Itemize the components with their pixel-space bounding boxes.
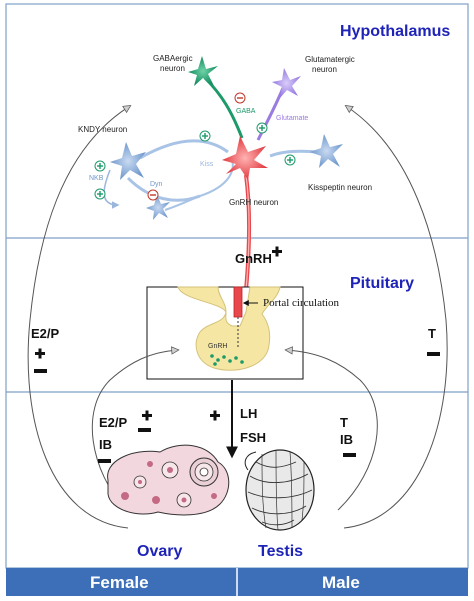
male-t-minus-sign [427, 352, 440, 356]
nkb-signal-label: NKB [89, 175, 104, 182]
footer-male-label: Male [322, 573, 360, 592]
gabaergic-neuron-label-2: neuron [160, 64, 185, 73]
gabaergic-neuron-label-1: GABAergic [153, 54, 193, 63]
female-pituitary-feedback-arrow [91, 346, 180, 511]
kisspeptin-neuron-label: Kisspeptin neuron [308, 183, 372, 192]
female-ib-label: IB [99, 437, 112, 452]
gaba-signal-label: GABA [236, 108, 256, 115]
nkb-autoloop [103, 169, 120, 209]
kiss-signal-label: Kiss [200, 161, 214, 168]
testis-title: Testis [258, 543, 303, 560]
kndy-axon-to-gnrh [139, 139, 229, 160]
kndy-neuron-label: KNDY neuron [78, 125, 127, 134]
male-pituitary-feedback-arrow [284, 346, 378, 511]
lh-label: LH [240, 406, 257, 421]
neuron-network [103, 56, 343, 291]
ovary-illustration [107, 444, 230, 516]
kisspeptin-neuron-cell [310, 134, 343, 168]
ovary-title: Ovary [137, 543, 182, 560]
female-e2p-inner-label: E2/P [99, 415, 128, 430]
gnrh-plus-sign [272, 246, 282, 257]
gnrh-label: GnRH [235, 251, 272, 266]
male-ib-label: IB [340, 432, 353, 447]
gnrh-neuron-label: GnRH neuron [229, 198, 278, 207]
dyn-signal-label: Dyn [150, 181, 163, 188]
lh-fsh-plus-sign [210, 410, 220, 421]
neuron-signal-markers [94, 92, 296, 201]
gabaergic-neuron-cell [188, 56, 218, 86]
male-hypothalamus-feedback-arrow [343, 105, 448, 529]
portal-circulation-label: Portal circulation [263, 297, 340, 309]
male-ib-minus-sign [343, 453, 356, 457]
testis-illustration [244, 449, 315, 531]
kndy-small-axon [164, 195, 201, 211]
kndy-neuron-cell-2 [146, 195, 170, 220]
male-t-inner-label: T [340, 415, 348, 430]
glutamate-signal-label: Glutamate [276, 115, 308, 122]
female-ib-minus-sign [98, 459, 111, 463]
female-e2p-inner-plus-sign [142, 410, 152, 421]
female-e2p-plus-sign [35, 348, 45, 359]
female-hypothalamus-feedback-arrow [27, 105, 132, 529]
glutamatergic-neuron-label-1: Glutamatergic [305, 55, 355, 64]
glutamatergic-neuron-label-2: neuron [312, 65, 337, 74]
footer-female-label: Female [90, 573, 149, 592]
female-e2p-inner-minus-sign [138, 428, 151, 432]
female-e2p-minus-sign [34, 369, 47, 373]
kndy-neuron-cell [110, 142, 146, 180]
glutamatergic-neuron-cell [272, 68, 301, 98]
kndy-axon-loop [126, 176, 201, 202]
hypothalamus-title: Hypothalamus [340, 23, 450, 40]
pituitary-gland [177, 286, 281, 371]
female-e2p-label: E2/P [31, 326, 60, 341]
gnrh-axon-highlight [245, 174, 250, 291]
fsh-label: FSH [240, 430, 266, 445]
pituitary-title: Pituitary [350, 275, 414, 292]
gnrh-neuron-cell [222, 136, 268, 180]
male-t-label: T [428, 326, 436, 341]
gnrh-pituitary-label: GnRH [208, 343, 227, 350]
